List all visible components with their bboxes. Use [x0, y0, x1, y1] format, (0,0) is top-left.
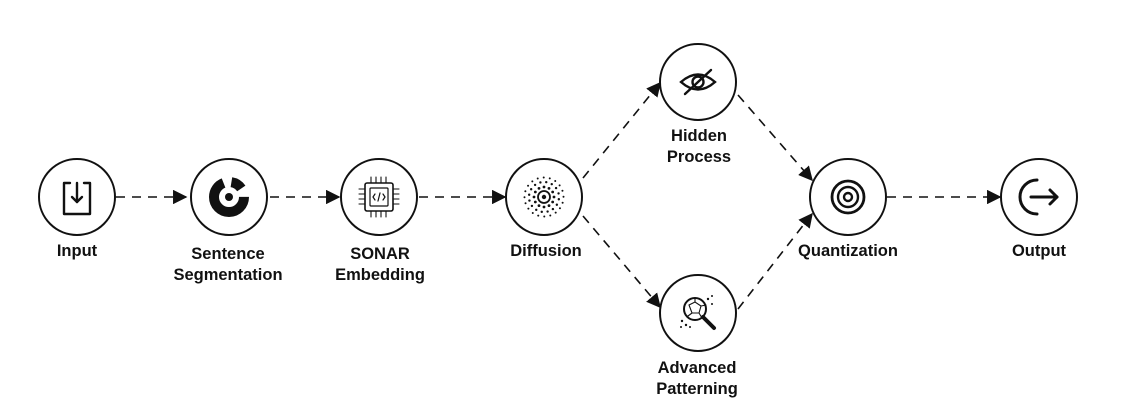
radial-dot — [562, 195, 565, 198]
node-patterning — [659, 274, 737, 352]
radial-dot — [527, 184, 530, 187]
radial-dot — [532, 195, 536, 199]
label-hidden-line-1: Hidden — [671, 127, 727, 145]
node-hidden — [659, 43, 737, 121]
radial-dot — [547, 186, 551, 190]
radial-dot — [524, 202, 527, 205]
edge-hidden-quantization — [737, 94, 813, 182]
label-patterning-line-2: Patterning — [656, 380, 738, 398]
label-hidden: Hidden Process — [667, 126, 731, 168]
target-rings-icon — [830, 179, 866, 215]
radial-dot — [545, 180, 548, 184]
radial-dot — [531, 211, 534, 214]
radial-dot — [557, 198, 561, 201]
magnifier-pattern-icon — [680, 295, 716, 330]
label-sonar: SONAR Embedding — [335, 244, 425, 286]
radial-dot — [549, 214, 552, 217]
node-quantization — [809, 158, 887, 236]
chip-code-icon — [358, 176, 400, 218]
radial-dot — [551, 200, 555, 204]
radial-dot — [557, 192, 560, 195]
label-patterning-line-1: Advanced — [657, 359, 737, 377]
radial-dot — [554, 211, 557, 214]
radial-dot — [523, 196, 526, 199]
label-sonar-line-1: SONAR — [350, 245, 410, 263]
radial-dot — [536, 177, 539, 180]
label-quantization-line-1: Quantization — [798, 242, 898, 260]
radial-dot — [530, 204, 534, 208]
radial-dot — [537, 204, 541, 208]
radial-dot — [528, 199, 531, 202]
radial-dot — [551, 190, 555, 194]
radial-dot — [542, 185, 546, 189]
eye-slash-icon — [679, 68, 717, 96]
radial-dot — [524, 190, 527, 193]
donut-chart-icon — [209, 177, 249, 217]
label-segmentation-line-2: Segmentation — [173, 266, 283, 284]
node-output — [1000, 158, 1078, 236]
node-diffusion — [505, 158, 583, 236]
radial-dot — [551, 207, 555, 211]
radial-dot — [542, 205, 546, 209]
radial-dot — [527, 193, 531, 196]
radial-dot — [554, 186, 558, 190]
radial-dot — [540, 210, 543, 214]
label-patterning: Advanced Patterning — [656, 358, 738, 400]
radial-dot — [533, 200, 537, 204]
label-diffusion-line-1: Diffusion — [510, 242, 582, 260]
radial-dot — [542, 176, 545, 179]
label-sonar-line-2: Embedding — [335, 266, 425, 284]
node-sonar — [340, 158, 418, 236]
radial-dot — [561, 189, 564, 192]
radial-dot — [552, 195, 556, 199]
label-segmentation: Sentence Segmentation — [173, 244, 282, 286]
radial-dot — [561, 201, 564, 204]
radial-dot — [539, 181, 542, 184]
radial-dot — [543, 215, 546, 218]
radial-dot — [533, 190, 537, 194]
label-hidden-line-2: Process — [666, 148, 732, 166]
download-icon — [62, 181, 92, 216]
edges — [116, 81, 1002, 310]
radial-dot — [554, 180, 557, 183]
logout-arrow-icon — [1018, 178, 1059, 216]
edge-diffusion-hidden — [582, 81, 661, 179]
radial-dot — [537, 214, 540, 217]
radial-dot — [535, 208, 538, 212]
node-input — [38, 158, 116, 236]
label-input-line-1: Input — [56, 242, 98, 260]
radial-dot — [558, 207, 561, 210]
label-diffusion: Diffusion — [510, 241, 582, 262]
label-segmentation-line-1: Sentence — [191, 245, 265, 263]
radial-dot — [533, 183, 537, 187]
radial-dots-icon — [523, 176, 565, 218]
label-output-line-1: Output — [1011, 242, 1067, 260]
edge-diffusion-patterning — [582, 215, 661, 309]
radial-dot — [558, 184, 561, 187]
label-input: Input — [57, 241, 97, 262]
radial-dot — [527, 207, 530, 210]
radial-dot — [529, 188, 533, 191]
radial-dot — [547, 204, 551, 208]
radial-dot — [555, 203, 559, 206]
label-quantization: Quantization — [798, 241, 898, 262]
radial-dot — [531, 180, 534, 183]
label-output: Output — [1012, 241, 1066, 262]
radial-dot — [548, 177, 551, 180]
node-segmentation — [190, 158, 268, 236]
radial-dot — [537, 186, 541, 190]
radial-dot — [546, 210, 549, 213]
edge-patterning-quantization — [737, 212, 813, 310]
radial-dot — [550, 182, 553, 186]
